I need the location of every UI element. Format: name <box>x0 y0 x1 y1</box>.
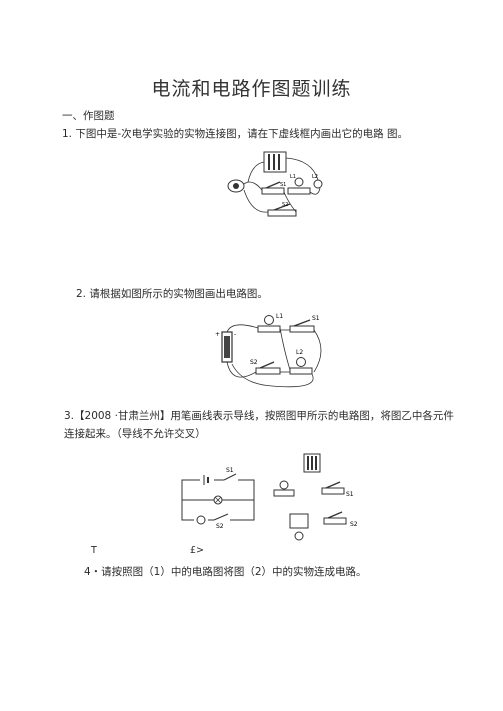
motor-block <box>289 513 309 529</box>
battery-plus: + <box>215 331 220 338</box>
label-l2: L2 <box>296 349 303 356</box>
lamp-icon <box>264 315 274 325</box>
figure-3-schematic: S1 S2 <box>181 467 255 530</box>
label-s1: S1 <box>226 467 234 474</box>
lamp-icon <box>296 357 306 367</box>
caption-right: £> <box>190 545 205 556</box>
caption-left: T <box>91 545 97 556</box>
label-switch-s2: S2 <box>350 521 358 528</box>
label-l2: L2 <box>312 174 318 180</box>
label-l1: L1 <box>276 313 283 320</box>
question-2: 2. 请根据如图所示的实物图画出电路图。 <box>76 288 268 300</box>
section-heading: 一、作图题 <box>62 110 115 122</box>
label-s2: S2 <box>282 202 288 208</box>
figure-2-circuit: + - L1 S1 S2 L2 <box>215 313 322 388</box>
question-3: 3.【2008 ·甘肃兰州】用笔画线表示导线，按照图甲所示的电路图，将图乙中各元… <box>64 410 454 440</box>
page-title: 电流和电路作图题训练 <box>151 78 352 100</box>
label-s2: S2 <box>250 359 258 366</box>
label-s1: S1 <box>312 315 320 322</box>
label-l1: L1 <box>290 174 296 180</box>
label-s1: S1 <box>280 182 286 188</box>
figure-3-components: S1 S2 <box>273 453 358 541</box>
label-switch-s1: S1 <box>346 491 354 498</box>
figure-1-circuit: S1 S2 L1 L2 <box>227 151 323 217</box>
label-s2: S2 <box>216 523 224 530</box>
battery-minus: - <box>234 331 236 338</box>
motor-icon <box>196 515 206 525</box>
lamp-icon <box>294 177 304 187</box>
lamp-icon <box>279 480 289 490</box>
question-1: 1. 下图中是-次电学实验的实物连接图，请在下虚线框内画出它的电路 图。 <box>62 128 408 140</box>
lamp-icon <box>313 179 323 189</box>
question-4: 4・请按照图（1）中的电路图将图（2）中的实物连成电路。 <box>84 566 367 578</box>
